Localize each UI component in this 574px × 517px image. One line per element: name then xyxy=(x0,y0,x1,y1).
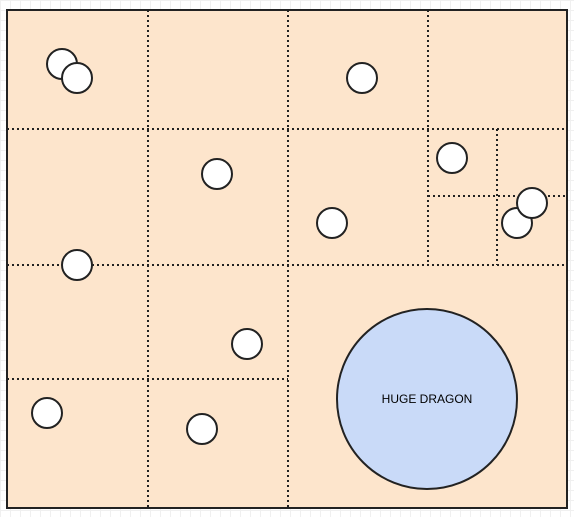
dragon-circle xyxy=(336,308,518,490)
entity-circle xyxy=(436,142,468,174)
entities xyxy=(31,48,548,445)
entity-circle xyxy=(186,413,218,445)
entity-circle xyxy=(516,187,548,219)
entity-circle xyxy=(316,207,348,239)
huge-dragon: HUGE DRAGON xyxy=(336,308,518,490)
dragon-label: HUGE DRAGON xyxy=(382,392,473,406)
entity-circle xyxy=(61,62,93,94)
entity-circle xyxy=(231,328,263,360)
entity-circle xyxy=(31,397,63,429)
entity-circle xyxy=(201,158,233,190)
entity-circle xyxy=(346,62,378,94)
entity-circle xyxy=(61,249,93,281)
